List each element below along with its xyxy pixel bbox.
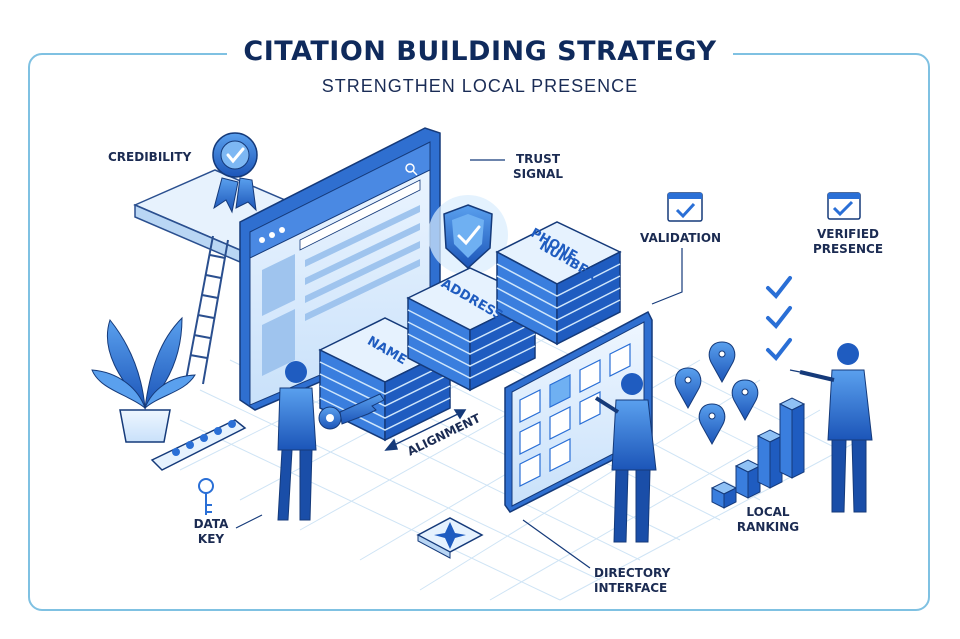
map-pin-icon (674, 341, 759, 446)
search-icon (405, 163, 418, 176)
alignment-arrow (384, 409, 467, 451)
key-icon (318, 393, 385, 430)
validation-browser-icon (667, 192, 703, 222)
star-icon (172, 420, 236, 456)
browser-window (239, 127, 441, 411)
page-subtitle: STRENGTHEN LOCAL PRESENCE (321, 76, 639, 96)
ranking-bars (710, 397, 806, 509)
verified-browser-icon (827, 192, 861, 220)
directory-panel (504, 310, 653, 513)
label-credibility: CREDIBILITY (108, 150, 192, 164)
person-center (594, 373, 657, 543)
label-validation: VALIDATION (640, 231, 722, 245)
shield-check-icon (428, 195, 508, 275)
person-left (277, 361, 317, 521)
compass-icon (416, 517, 484, 559)
leader-lines (235, 159, 801, 569)
plant-icon (91, 316, 196, 443)
rating-card (150, 419, 247, 471)
person-right (799, 343, 873, 513)
checkmark-icon (766, 276, 792, 362)
award-ribbon-icon (212, 132, 258, 214)
ladder-icon (185, 235, 229, 385)
stack-phone (495, 221, 622, 346)
data-key-icon (198, 478, 214, 515)
page-title: CITATION BUILDING STRATEGY (0, 36, 960, 67)
